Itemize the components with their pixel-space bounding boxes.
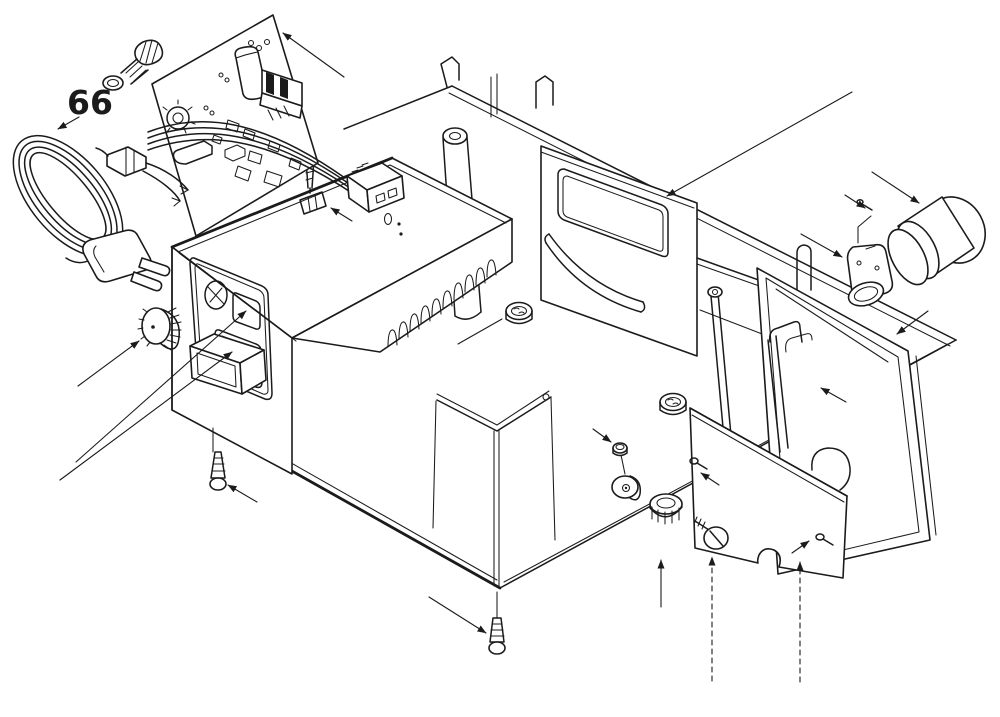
- callout-arrows: [59, 32, 929, 683]
- ribbed-grommet: [649, 493, 683, 525]
- rotary-knob: [137, 307, 182, 351]
- arrow-to-plate-screw-left: [700, 472, 720, 486]
- part-number-66: 66: [67, 83, 113, 122]
- slide-bracket: [767, 320, 813, 453]
- arrow-to-corner-screw: [428, 596, 487, 634]
- vent-ribs: [387, 259, 497, 348]
- arrow-to-knob: [77, 340, 140, 387]
- arrow-to-switch: [59, 351, 233, 481]
- arrow-to-panel-rail: [896, 310, 929, 335]
- arrow-to-plate-screw-right: [791, 540, 810, 554]
- pcb-mount-bolt: [102, 39, 164, 91]
- panel-boss: [811, 447, 851, 491]
- foot-grommet: [659, 392, 687, 416]
- part-label-66: 66: [57, 83, 113, 130]
- round-head-screw: [693, 516, 729, 550]
- bottom-hardware: [611, 442, 729, 550]
- arrow-to-pcb: [282, 32, 345, 78]
- power-cord-66: [12, 134, 171, 292]
- plate-screw-right: [815, 533, 834, 546]
- arrow-to-edge-screw: [227, 484, 258, 503]
- ribbon-connector: [346, 162, 405, 213]
- pump-assembly: [846, 196, 986, 307]
- leader-to-foot: [457, 318, 503, 345]
- euro-plug: [82, 229, 171, 292]
- arrow-to-bracket: [820, 387, 847, 403]
- arrow-to-nut: [592, 428, 612, 443]
- arrow-to-bezel-window: [75, 310, 247, 463]
- arrow-to-partition: [666, 91, 853, 197]
- arrow-to-standoff: [330, 207, 353, 222]
- corner-screw: [488, 591, 506, 655]
- plate-screw-left: [689, 457, 708, 470]
- front-housing: [170, 154, 513, 475]
- foot-grommet: [505, 301, 533, 325]
- arrow-to-pump-screw: [844, 194, 866, 209]
- cord-grip: [106, 146, 189, 207]
- hex-nut: [612, 442, 628, 457]
- arrow-to-pump-flange: [800, 233, 843, 258]
- arrow-to-pump-body: [871, 171, 920, 204]
- notched-cover-plate: [689, 407, 848, 579]
- ribbon-cable: [147, 105, 405, 213]
- pulley-wheel: [611, 475, 642, 501]
- edge-screw: [209, 427, 227, 491]
